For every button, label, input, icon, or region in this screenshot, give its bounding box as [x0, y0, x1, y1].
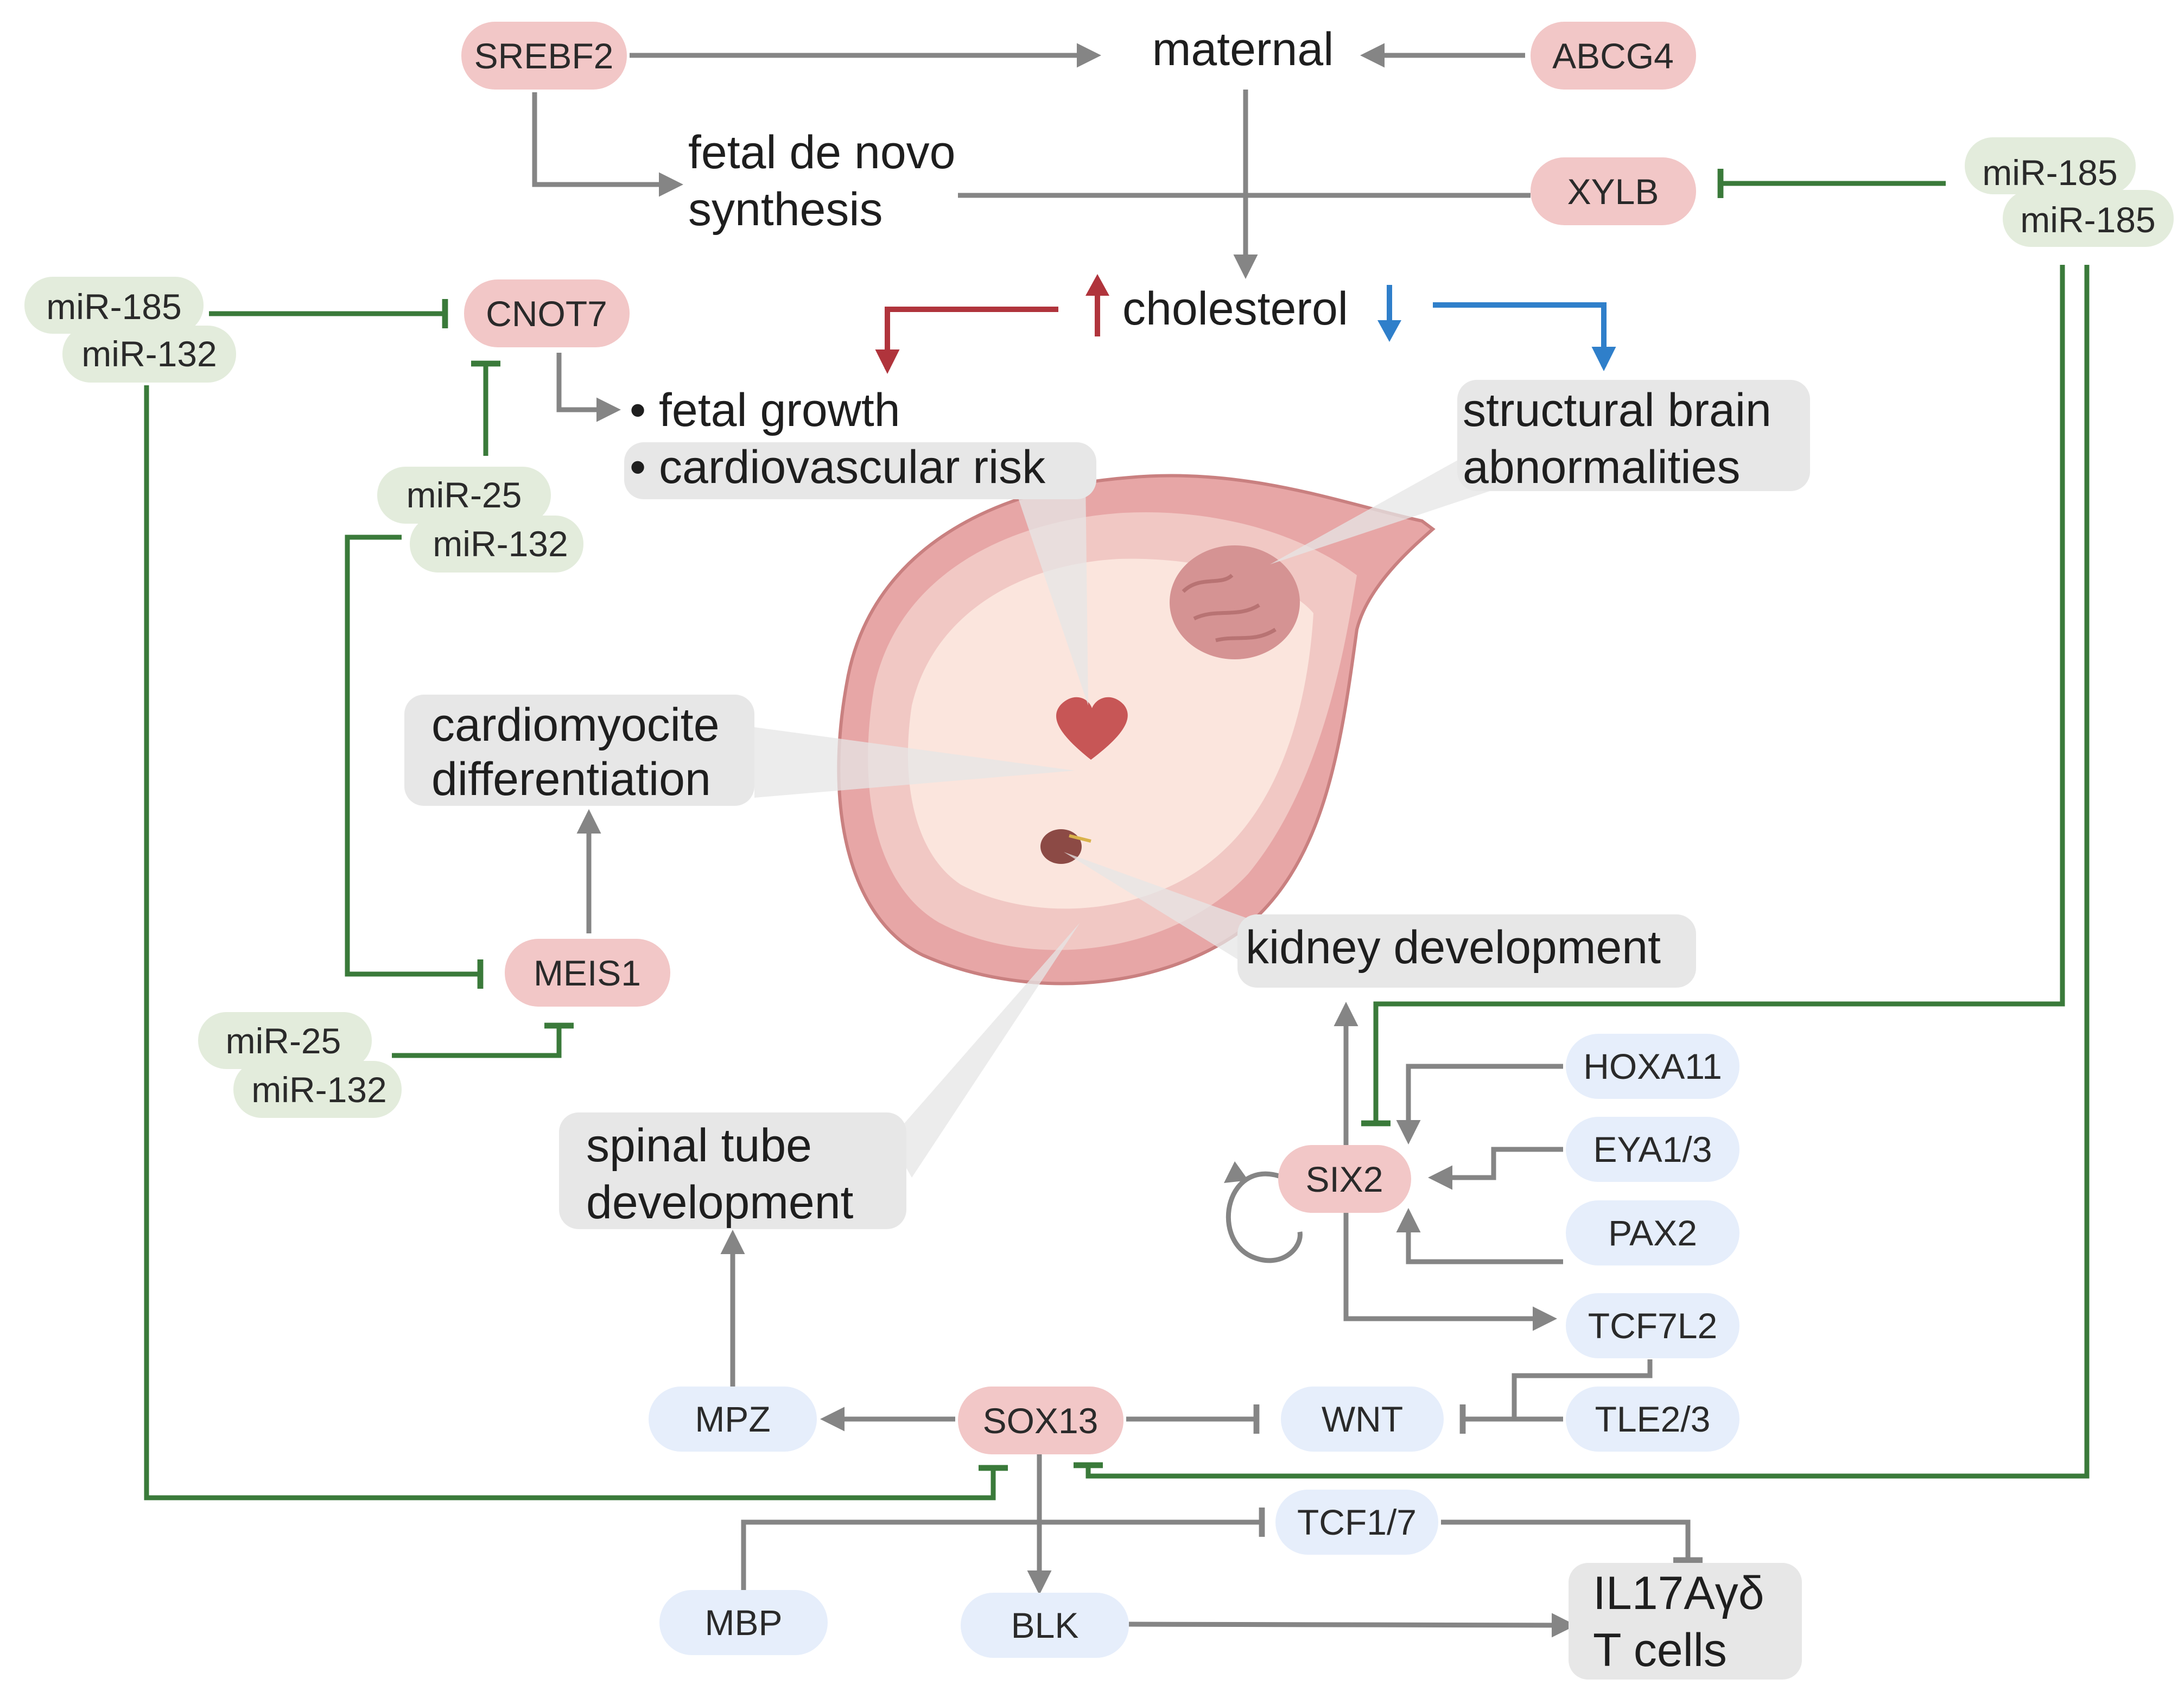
svg-text:PAX2: PAX2 [1608, 1213, 1697, 1253]
svg-text:miR-25: miR-25 [226, 1021, 341, 1061]
fetal-growth-label: • fetal growth [630, 384, 900, 436]
cholesterol-label: cholesterol [1122, 283, 1348, 335]
gene-cnot7: CNOT7 [464, 279, 630, 347]
kidney-label: kidney development [1246, 921, 1661, 974]
il17-box [1569, 1563, 1802, 1680]
gene-eya13: EYA1/3 [1566, 1117, 1739, 1182]
svg-text:miR-185: miR-185 [2020, 200, 2155, 240]
svg-text:EYA1/3: EYA1/3 [1593, 1129, 1712, 1169]
mirna-top-right: miR-185 miR-185 [1965, 137, 2174, 247]
svg-text:miR-25: miR-25 [407, 475, 522, 515]
spinal-label-1: spinal tube [586, 1120, 812, 1172]
gene-tcf17: TCF1/7 [1275, 1490, 1438, 1555]
fetal-synthesis-label-1: fetal de novo [688, 126, 955, 179]
svg-text:MBP: MBP [704, 1602, 782, 1643]
cardiovascular-risk-label: • cardiovascular risk [630, 441, 1046, 493]
svg-text:miR-132: miR-132 [433, 524, 568, 564]
fetal-heart-icon [1056, 697, 1128, 760]
self-loop-icon [1226, 1171, 1303, 1263]
pregnant-uterus-illustration [754, 456, 1498, 1178]
svg-text:miR-132: miR-132 [81, 334, 217, 374]
gene-srebf2: SREBF2 [461, 22, 627, 90]
mirna-left-cnot7: miR-185 miR-132 [24, 277, 236, 383]
svg-text:TLE2/3: TLE2/3 [1595, 1399, 1711, 1439]
down-arrow-icon [1377, 285, 1401, 342]
svg-text:TCF1/7: TCF1/7 [1297, 1502, 1417, 1542]
svg-text:WNT: WNT [1322, 1399, 1403, 1439]
gene-sox13: SOX13 [958, 1387, 1123, 1454]
brain-abnormalities-box [1457, 380, 1810, 491]
gene-abcg4: ABCG4 [1531, 22, 1696, 90]
gene-tle23: TLE2/3 [1566, 1387, 1739, 1452]
svg-text:BLK: BLK [1011, 1605, 1079, 1645]
gene-pax2: PAX2 [1566, 1200, 1739, 1265]
svg-text:miR-185: miR-185 [46, 287, 181, 327]
il17-label-1: IL17Aγδ [1593, 1567, 1764, 1619]
svg-text:miR-132: miR-132 [251, 1070, 386, 1110]
brain-label-1: structural brain [1463, 384, 1772, 436]
svg-text:CNOT7: CNOT7 [486, 294, 607, 334]
spinal-tube-box [559, 1112, 906, 1229]
gene-xylb: XYLB [1531, 157, 1696, 225]
mirna-mid: miR-25 miR-132 [377, 467, 583, 573]
gene-mpz: MPZ [649, 1387, 817, 1452]
gene-meis1: MEIS1 [505, 939, 670, 1007]
svg-text:HOXA11: HOXA11 [1583, 1046, 1722, 1086]
fetal-brain-icon [1170, 545, 1300, 659]
svg-text:MEIS1: MEIS1 [534, 953, 641, 993]
svg-text:SREBF2: SREBF2 [474, 36, 614, 76]
gene-tcf7l2: TCF7L2 [1566, 1293, 1739, 1358]
maternal-label: maternal [1152, 23, 1334, 75]
mirna-low: miR-25 miR-132 [198, 1012, 402, 1118]
gene-six2: SIX2 [1278, 1145, 1411, 1213]
up-arrow-icon [1085, 274, 1109, 336]
svg-text:miR-185: miR-185 [1982, 152, 2117, 193]
cardiomyocite-box [404, 695, 754, 806]
gene-mbp: MBP [659, 1590, 828, 1655]
svg-text:SIX2: SIX2 [1305, 1159, 1383, 1199]
svg-text:ABCG4: ABCG4 [1552, 36, 1674, 76]
svg-text:MPZ: MPZ [695, 1399, 770, 1439]
svg-text:XYLB: XYLB [1567, 171, 1659, 212]
kidney-development-box [1237, 914, 1696, 988]
cardiomyocite-label-2: differentiation [431, 753, 711, 805]
svg-text:TCF7L2: TCF7L2 [1588, 1306, 1717, 1346]
brain-label-2: abnormalities [1463, 441, 1740, 493]
cardiomyocite-label-1: cardiomyocite [431, 699, 720, 751]
fetal-growth-box [624, 442, 1096, 499]
il17-label-2: T cells [1593, 1624, 1727, 1676]
gene-blk: BLK [961, 1593, 1129, 1658]
gene-hoxa11: HOXA11 [1566, 1034, 1739, 1099]
fetal-synthesis-label-2: synthesis [688, 183, 883, 236]
connectors [144, 43, 2090, 1638]
spinal-label-2: development [586, 1176, 854, 1229]
gene-wnt: WNT [1281, 1387, 1444, 1452]
svg-text:SOX13: SOX13 [983, 1401, 1099, 1441]
